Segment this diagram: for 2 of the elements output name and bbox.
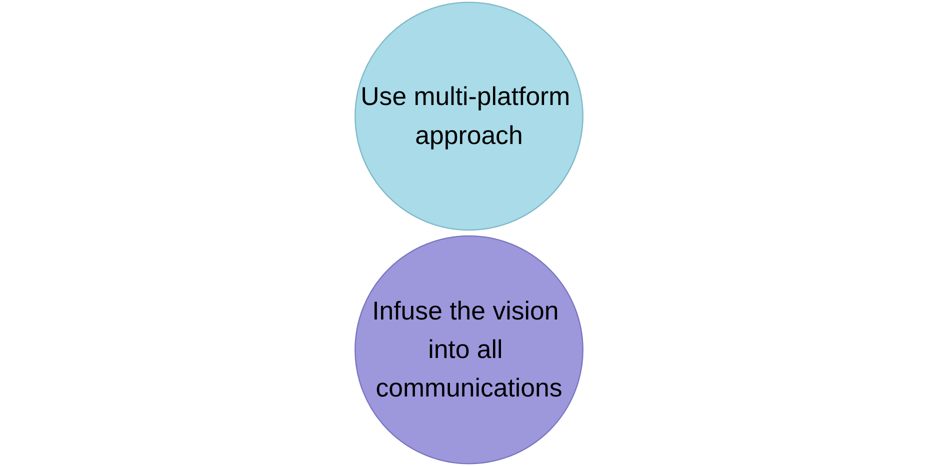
node-circle: Infuse the vision into all communications xyxy=(354,235,583,464)
node-circle: Use multi-platform approach xyxy=(354,2,583,231)
